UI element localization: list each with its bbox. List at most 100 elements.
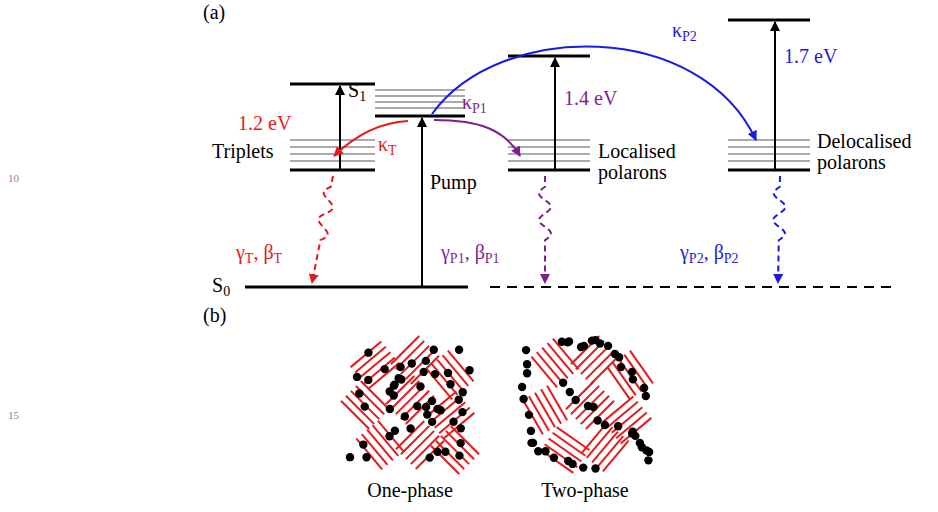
decay-label: γP1, βP1	[441, 242, 500, 263]
text-run: , β	[465, 241, 485, 263]
fullerene-dot	[456, 439, 464, 447]
polymer-chain	[523, 400, 543, 435]
sublevel-line	[290, 139, 375, 141]
fullerene-dot	[604, 342, 612, 350]
level-line	[508, 169, 590, 172]
text-run: 10	[8, 172, 19, 184]
sublevel-line	[508, 139, 590, 141]
text-run: γ	[236, 241, 245, 263]
fullerene-dot	[596, 339, 604, 347]
fullerene-dot	[359, 440, 367, 448]
transfer-arrow	[334, 121, 408, 156]
rate-label: κP1	[462, 92, 487, 113]
fullerene-dot	[572, 396, 580, 404]
sublevel-line	[508, 146, 590, 148]
text-run: , β	[253, 241, 273, 263]
subscript-run: P2	[682, 29, 697, 44]
polymer-chain	[431, 446, 459, 474]
fullerene-dot	[458, 408, 466, 416]
fullerene-dot	[527, 427, 535, 435]
text-run: κ	[462, 91, 472, 113]
subscript-run: 1	[359, 89, 366, 104]
fullerene-dot	[518, 383, 526, 391]
absorption-arrow	[554, 58, 556, 169]
fullerene-dot	[444, 369, 452, 377]
fullerene-dot	[362, 453, 370, 461]
text-run: Two-phase	[541, 479, 628, 501]
state-label: Localised polarons	[598, 141, 690, 183]
fullerene-dot	[455, 396, 463, 404]
fullerene-dot	[422, 403, 430, 411]
subscript-run: T	[245, 251, 254, 266]
polymer-chain	[356, 439, 382, 470]
fullerene-dot	[428, 397, 436, 405]
sublevel-line	[508, 160, 590, 162]
pump-arrow	[421, 118, 423, 286]
text-run: Localised polarons	[598, 140, 676, 183]
subscript-run: T	[388, 143, 397, 158]
text-run: S	[348, 79, 359, 101]
fullerene-dot	[355, 389, 363, 397]
text-run: 15	[8, 409, 19, 421]
fullerene-dot	[430, 345, 438, 353]
decay-arrow	[539, 176, 551, 283]
decay-arrow	[312, 176, 333, 283]
energy-label: 1.4 eV	[564, 88, 617, 109]
fullerene-dot	[431, 370, 439, 378]
fullerene-dot	[408, 359, 416, 367]
sublevel-line	[290, 160, 375, 162]
fullerene-dot	[436, 406, 444, 414]
subscript-run: P2	[689, 251, 704, 266]
fullerene-dot	[523, 369, 531, 377]
fullerene-dot	[628, 368, 636, 376]
fullerene-dot	[529, 439, 537, 447]
phase-label: One-phase	[367, 480, 453, 501]
text-run: γ	[441, 241, 450, 263]
fullerene-dot	[346, 453, 354, 461]
polymer-chain	[591, 356, 619, 384]
subscript-run: T	[274, 251, 283, 266]
text-run: , β	[704, 241, 724, 263]
polymer-lamellae	[523, 336, 653, 473]
morphology-illustration	[341, 336, 653, 474]
fullerene-dot	[645, 448, 653, 456]
fullerene-dot	[433, 448, 441, 456]
decay-label: γP2, βP2	[680, 242, 739, 263]
fullerene-dot	[381, 365, 389, 373]
fullerene-dot	[396, 363, 404, 371]
fullerene-dot	[525, 411, 533, 419]
level-line	[290, 83, 375, 86]
text-run: Triplets	[212, 140, 274, 162]
transfer-arrow	[434, 120, 520, 156]
fullerene-dot	[406, 424, 414, 432]
fullerene-dot	[426, 453, 434, 461]
fullerene-dot	[631, 432, 639, 440]
fullerene-dot	[523, 360, 531, 368]
fullerene-dot	[534, 447, 542, 455]
fullerene-dot	[422, 357, 430, 365]
phase-label: Two-phase	[541, 480, 628, 501]
decay-arrows	[312, 176, 785, 283]
energy-label: 1.7 eV	[784, 46, 837, 67]
fullerene-dot	[566, 388, 574, 396]
text-run: 1.4 eV	[564, 87, 617, 109]
subscript-run: P2	[724, 251, 739, 266]
rate-label: κT	[378, 134, 397, 155]
fullerene-dot	[593, 416, 601, 424]
sublevel-line	[290, 146, 375, 148]
fullerene-molecules	[518, 336, 653, 473]
polymer-chain	[341, 401, 369, 429]
localised-polaron-levels	[508, 56, 590, 170]
line-number: 15	[8, 405, 19, 426]
fullerene-dot	[386, 405, 394, 413]
fullerene-dot	[394, 374, 402, 382]
fullerene-dot	[428, 418, 436, 426]
fullerene-dot	[419, 368, 427, 376]
fullerene-dot	[601, 421, 609, 429]
fullerene-dot	[550, 454, 558, 462]
fullerene-dot	[559, 379, 567, 387]
fullerene-dot	[541, 447, 549, 455]
fullerene-dot	[353, 373, 361, 381]
text-run: κ	[378, 133, 388, 155]
